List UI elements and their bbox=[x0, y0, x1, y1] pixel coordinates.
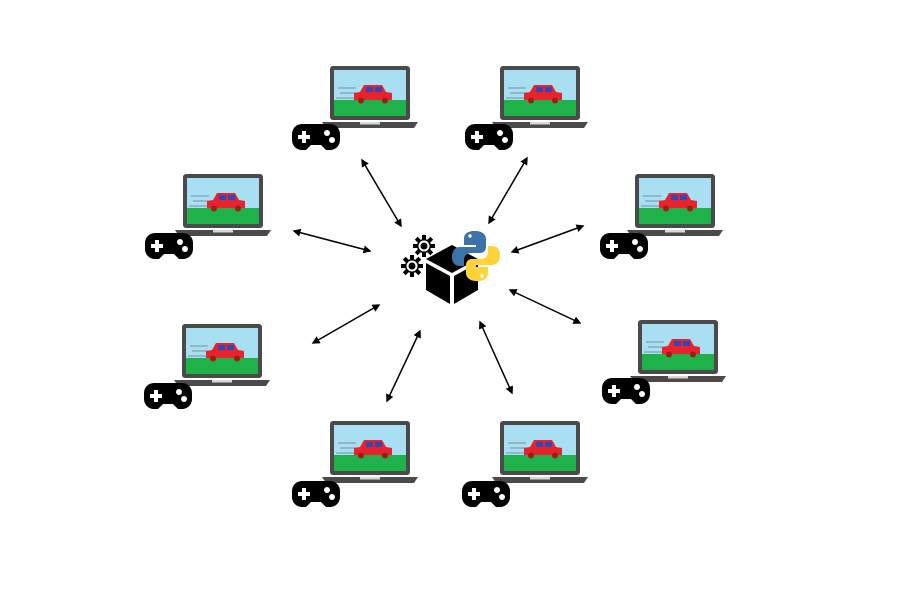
gamepad-icon bbox=[600, 233, 648, 259]
python-logo-icon bbox=[452, 231, 500, 281]
gamepad-icon bbox=[144, 383, 192, 409]
arrow-top-right bbox=[488, 156, 528, 225]
client-top-right bbox=[465, 65, 589, 150]
laptop-icon bbox=[629, 319, 727, 383]
client-upper-left bbox=[145, 173, 272, 259]
arrow-upper-left bbox=[292, 228, 372, 254]
client-top-left bbox=[292, 65, 419, 150]
laptop-icon bbox=[491, 420, 589, 484]
client-upper-right bbox=[600, 173, 724, 259]
arrow-top-left bbox=[361, 158, 402, 228]
client-lower-right bbox=[602, 319, 727, 404]
arrow-bottom-left bbox=[386, 329, 421, 403]
gamepad-icon bbox=[145, 233, 193, 259]
arrow-bottom-right bbox=[479, 320, 513, 395]
client-bottom-right bbox=[462, 420, 589, 507]
client-lower-left bbox=[144, 323, 271, 409]
gamepad-icon bbox=[292, 481, 340, 507]
arrow-lower-left bbox=[311, 304, 381, 344]
connection-arrows bbox=[292, 156, 585, 403]
gamepad-icon bbox=[462, 481, 510, 507]
laptop-icon bbox=[321, 65, 419, 129]
laptop-icon bbox=[491, 65, 589, 129]
laptop-icon bbox=[174, 173, 272, 237]
arrow-upper-right bbox=[510, 224, 585, 254]
gamepad-icon bbox=[292, 124, 340, 150]
central-hub bbox=[401, 231, 500, 304]
gamepad-icon bbox=[602, 378, 650, 404]
client-bottom-left bbox=[292, 420, 419, 507]
laptop-icon bbox=[321, 420, 419, 484]
gamepad-icon bbox=[465, 124, 513, 150]
arrow-lower-right bbox=[508, 289, 582, 324]
laptop-icon bbox=[626, 173, 724, 237]
laptop-icon bbox=[173, 323, 271, 387]
